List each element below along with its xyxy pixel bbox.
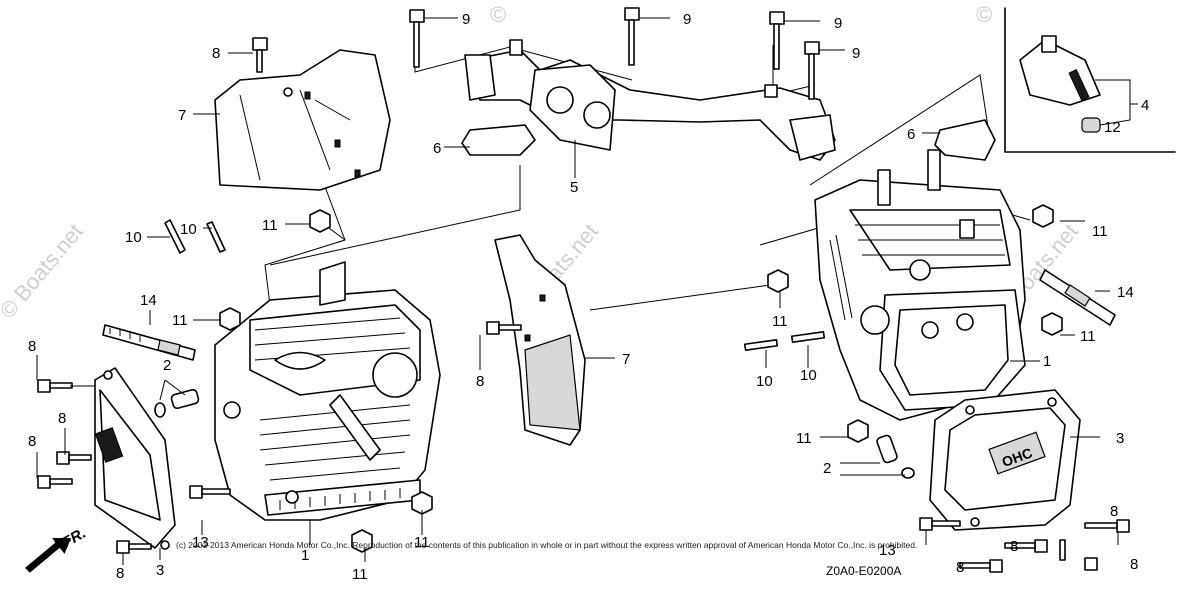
label-13-right: 13 bbox=[879, 542, 896, 559]
label-1-right: 1 bbox=[1043, 353, 1051, 370]
diagram-code: Z0A0-E0200A bbox=[826, 564, 901, 578]
label-8-h: 8 bbox=[956, 559, 964, 576]
gasket-right bbox=[934, 119, 996, 161]
intake-manifold bbox=[464, 39, 836, 161]
label-8-f: 8 bbox=[1010, 538, 1018, 555]
label-9-c: 9 bbox=[834, 15, 842, 32]
studs-left bbox=[164, 219, 226, 254]
label-1-left: 1 bbox=[301, 547, 309, 564]
label-7-mid: 7 bbox=[622, 351, 630, 368]
label-11-d: 11 bbox=[772, 313, 788, 330]
label-8-d: 8 bbox=[28, 433, 36, 450]
label-11-a: 11 bbox=[262, 217, 278, 234]
label-8-c: 8 bbox=[58, 410, 66, 427]
bolts bbox=[37, 7, 1130, 573]
front-direction-arrow: FR. bbox=[25, 525, 89, 573]
watermark-top-right: © bbox=[976, 2, 992, 27]
label-11-c: 11 bbox=[172, 312, 188, 329]
leader-lines bbox=[36, 17, 1138, 565]
rocker-cover-right: OHC bbox=[929, 389, 1081, 531]
rocker-cover-left bbox=[94, 367, 176, 550]
copyright-notice: (c) 2001-2013 American Honda Motor Co.,I… bbox=[176, 540, 917, 550]
label-2-right: 2 bbox=[823, 460, 831, 477]
label-8-e: 8 bbox=[1110, 503, 1118, 520]
label-10-c: 10 bbox=[756, 373, 773, 390]
studs-right bbox=[743, 331, 826, 351]
label-3-left: 3 bbox=[156, 562, 164, 579]
dowel-pin-left bbox=[154, 388, 200, 418]
label-11-b: 11 bbox=[1092, 223, 1108, 240]
spark-plug-right bbox=[1039, 269, 1116, 326]
watermark-top: © bbox=[490, 2, 506, 27]
watermark-left: © Boats.net bbox=[0, 219, 88, 323]
label-6-right: 6 bbox=[907, 126, 915, 143]
label-8-g: 8 bbox=[1130, 556, 1138, 573]
label-6-left: 6 bbox=[433, 140, 441, 157]
gasket-left bbox=[461, 124, 536, 156]
label-4: 4 bbox=[1141, 97, 1149, 114]
inset-frame bbox=[1004, 7, 1176, 153]
label-11-f: 11 bbox=[796, 430, 812, 447]
label-11-h: 11 bbox=[352, 566, 368, 583]
label-12: 12 bbox=[1104, 119, 1121, 136]
label-2-left: 2 bbox=[163, 357, 171, 374]
air-guide-middle bbox=[494, 234, 586, 446]
label-8-top: 8 bbox=[212, 45, 220, 62]
label-11-e: 11 bbox=[1080, 328, 1096, 345]
ohc-logo: OHC bbox=[988, 431, 1046, 475]
label-7-left: 7 bbox=[178, 107, 186, 124]
label-14-right: 14 bbox=[1117, 284, 1134, 301]
spark-plug-left bbox=[102, 324, 196, 361]
label-10-a: 10 bbox=[125, 229, 142, 246]
label-5: 5 bbox=[570, 179, 578, 196]
label-9-a: 9 bbox=[462, 11, 470, 28]
label-10-d: 10 bbox=[800, 367, 817, 384]
label-9-d: 9 bbox=[852, 45, 860, 62]
air-guide-left bbox=[214, 49, 391, 191]
label-10-b: 10 bbox=[180, 221, 197, 238]
label-8-b: 8 bbox=[476, 373, 484, 390]
part-number-labels: 9 9 9 9 8 7 6 5 6 4 12 11 10 10 11 14 14… bbox=[28, 11, 1149, 583]
label-11-g: 11 bbox=[414, 534, 430, 551]
label-9-b: 9 bbox=[683, 11, 691, 28]
label-8-a: 8 bbox=[28, 338, 36, 355]
dowel-pin-right bbox=[876, 434, 915, 479]
cylinder-head-right bbox=[814, 149, 1026, 421]
breather-fitting bbox=[1019, 35, 1101, 133]
cylinder-block-left bbox=[214, 261, 441, 521]
nuts bbox=[219, 204, 1063, 553]
label-14-left: 14 bbox=[140, 292, 157, 309]
label-3-right: 3 bbox=[1116, 430, 1124, 447]
label-8-i: 8 bbox=[116, 565, 124, 582]
label-13-left: 13 bbox=[192, 534, 209, 551]
